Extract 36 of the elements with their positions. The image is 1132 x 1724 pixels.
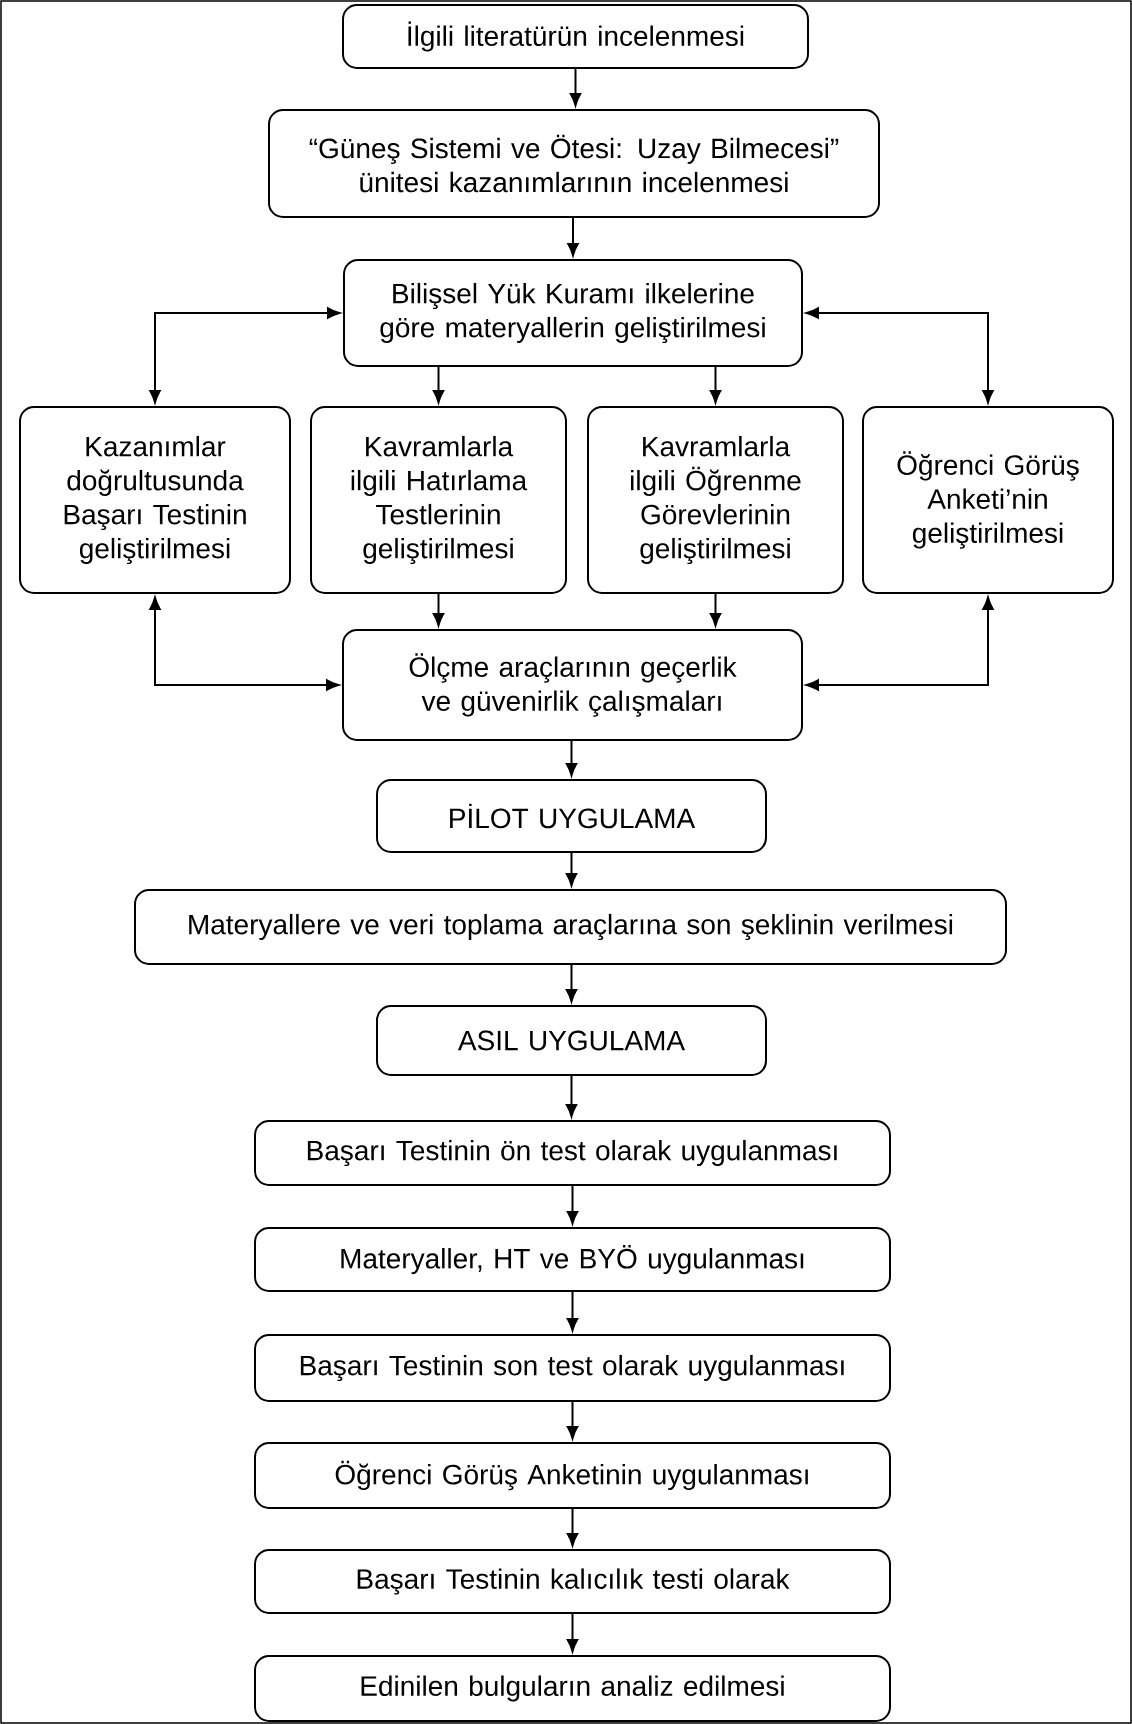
process-box: Başarı Testinin son test olarak uygulanması [254,1334,891,1402]
arrow [149,307,341,404]
process-box: ASIL UYGULAMA [376,1005,767,1076]
arrow [805,307,994,404]
process-box: Başarı Testinin ön test olarak uygulanması [254,1120,891,1186]
arrow [565,964,578,1003]
process-box: Öğrenci Görüş Anketi’nin geliştirilmesi [862,406,1114,594]
process-box: Edinilen bulguların analiz edilmesi [254,1655,891,1722]
process-box: Öğrenci Görüş Anketinin uygulanması [254,1442,891,1509]
arrow [565,852,578,887]
arrow [709,593,722,627]
arrow [566,1401,579,1440]
process-box: Kavramlarla ilgili Öğrenme Görevlerinin geliştirilmesi [587,406,844,594]
process-box: Kavramlarla ilgili Hatırlama Testlerinin geliştirilmesi [310,406,567,594]
process-box: Kazanımlar doğrultusunda Başarı Testinin geliştirilmesi [19,406,291,594]
arrow [569,68,582,107]
arrow [566,1185,579,1225]
arrow [566,1508,579,1547]
arrow [566,1613,579,1653]
arrow [432,366,445,404]
process-box: Ölçme araçlarının geçerlik ve güvenirlik çalışmaları [342,629,803,741]
arrow [565,740,578,777]
arrow [565,1075,578,1118]
process-box: Başarı Testinin kalıcılık testi olarak [254,1549,891,1614]
arrow [566,1291,579,1332]
arrow [709,366,722,404]
arrow [567,217,579,257]
process-box: İlgili literatürün incelenmesi [342,4,809,69]
process-box: “Güneş Sistemi ve Ötesi: Uzay Bilmecesi” ünitesi kazanımlarının incelenmesi [268,109,880,218]
arrow [432,593,445,627]
process-box: PİLOT UYGULAMA [376,779,767,853]
process-box: Materyallere ve veri toplama araçlarına son şeklinin verilmesi [134,889,1007,965]
process-box: Materyaller, HT ve BYÖ uygulanması [254,1227,891,1292]
process-box: Bilişsel Yük Kuramı ilkelerine göre materyallerin geliştirilmesi [343,259,803,367]
arrow [149,596,340,691]
arrow [805,596,994,691]
